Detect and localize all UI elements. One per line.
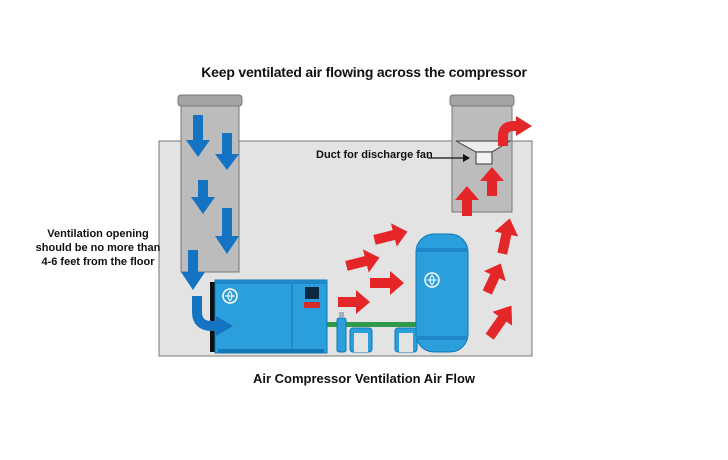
down-arrow-icon [191,180,215,214]
down-arrow-icon [181,250,205,290]
up-arrow-icon [494,218,519,255]
cool-air-arrows [181,115,239,290]
intake-curve-arrow [192,296,233,336]
discharge-duct-cap [449,94,515,107]
exhaust-curve-arrow [498,116,532,146]
diagram-caption: Air Compressor Ventilation Air Flow [253,371,475,386]
up-arrow-icon [455,186,479,216]
up-arrow-icon [485,305,513,340]
diagram-title: Keep ventilated air flowing across the c… [201,64,527,80]
dryer-unit-left [349,327,373,353]
right-arrow-icon [373,223,408,247]
air-receiver-tank [415,233,469,353]
intake-duct-cap [177,94,243,107]
ventilation-opening-note: Ventilation opening should be no more th… [35,228,161,268]
globe-logo-icon [222,288,238,304]
pipe [326,322,416,327]
down-arrow-icon [215,208,239,254]
globe-logo-icon [424,272,440,288]
warm-air-arrows [338,167,519,340]
right-arrow-icon [345,249,380,273]
down-arrow-icon [186,115,210,157]
right-arrow-icon [338,290,370,314]
duct-label-pointer-head [463,154,470,162]
discharge-duct-label: Duct for discharge fan [316,149,433,161]
right-arrow-icon [370,271,404,295]
up-arrow-icon [480,167,504,196]
up-arrow-icon [482,263,506,295]
down-arrow-icon [215,133,239,170]
filter-unit [336,312,347,353]
wall-vent-strip [210,282,215,352]
dryer-unit-right [394,327,418,353]
discharge-fan [455,140,513,165]
